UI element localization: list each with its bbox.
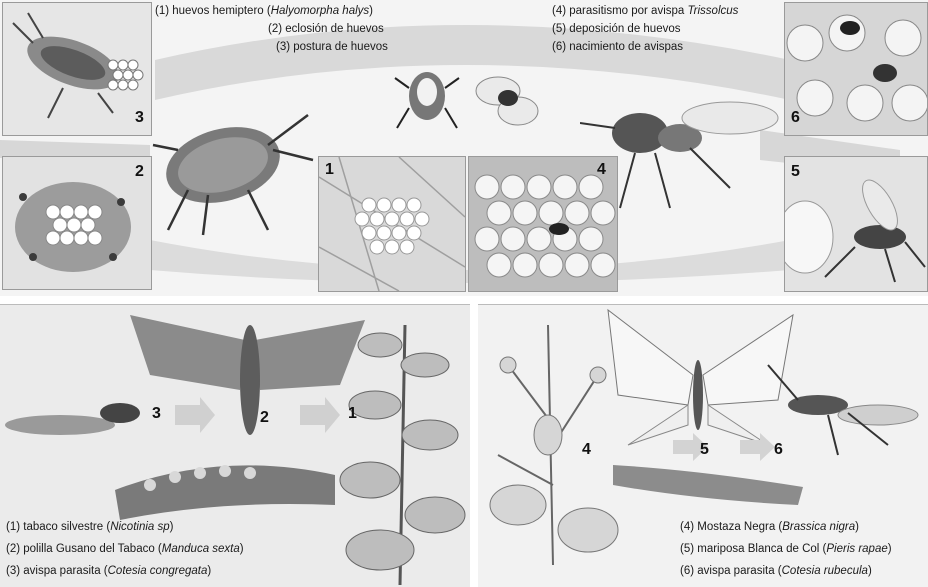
emerging-wasps-illustration [785,3,927,135]
caption-eggs-tail: ) [369,5,373,17]
caption-cotesia-rubecula-text: (6) avispa parasita ( [680,565,782,577]
panel-number-2: 2 [135,163,144,181]
panel-oviposition: 5 [784,156,928,292]
caption-cabbage-butterfly-tail: ) [888,543,892,555]
caption-laying: (3) postura de huevos [276,39,388,55]
caption-emergence: (6) nacimiento de avispas [552,39,683,55]
caption-hornworm-species: Manduca sexta [162,543,240,555]
number-butterfly: 5 [700,441,709,459]
number-tobacco: 1 [348,405,357,423]
caption-deposition-text: (5) deposición de huevos [552,23,681,35]
panel-number-3: 3 [135,109,144,127]
caption-eggs-species: Halyomorpha halys [271,5,369,17]
caption-cotesia-rubecula-species: Cotesia rubecula [782,565,868,577]
caption-cabbage-butterfly-text: (5) mariposa Blanca de Col ( [680,543,826,555]
adult-stink-bug-illustration [148,90,318,240]
caption-eggs-text: (1) huevos hemiptero ( [155,5,271,17]
butterfly-body [693,360,703,430]
panel-hatching: 2 [2,156,152,290]
butterfly-left-wing [608,310,693,405]
panel-eggs: 1 [318,156,466,292]
caption-hatching: (2) eclosión de huevos [268,21,384,37]
caption-hornworm-tail: ) [240,543,244,555]
bottom-right-section: 4 5 6 (4) Mostaza Negra (Brassica nigra)… [478,304,928,587]
caption-tobacco-text: (1) tabaco silvestre ( [6,521,110,533]
small-bug-illustration [392,58,462,138]
bottom-left-section: 3 2 1 (1) tabaco silvestre (Nicotinia sp… [0,304,470,587]
caption-cotesia-rubecula: (6) avispa parasita (Cotesia rubecula) [680,563,872,579]
moth-body [240,325,260,435]
large-wasp-illustration [580,88,780,218]
caption-parasitism-text: (4) parasitismo por avispa [552,5,688,17]
caption-tobacco-species: Nicotinia sp [110,521,169,533]
caption-cotesia-congregata-species: Cotesia congregata [108,565,208,577]
egg-mass-on-leaf-illustration [319,157,465,291]
caption-cabbage-butterfly-species: Pieris rapae [826,543,887,555]
caption-emergence-text: (6) nacimiento de avispas [552,41,683,53]
caption-cotesia-rubecula-tail: ) [868,565,872,577]
caption-laying-text: (3) postura de huevos [276,41,388,53]
caption-cotesia-congregata: (3) avispa parasita (Cotesia congregata) [6,563,211,579]
moth-left-wing [130,315,245,390]
caption-hornworm: (2) polilla Gusano del Tabaco (Manduca s… [6,541,244,557]
small-fly-illustration [468,56,548,136]
moth-right-wing [255,320,365,390]
caption-cotesia-congregata-text: (3) avispa parasita ( [6,565,108,577]
number-wasp-left: 3 [152,405,161,423]
caption-deposition: (5) deposición de huevos [552,21,681,37]
caption-hornworm-text: (2) polilla Gusano del Tabaco ( [6,543,162,555]
butterfly-right-wing [703,315,793,405]
panel-egg-laying: 3 [2,2,152,136]
wasp-laying-eggs-illustration [785,157,927,291]
cabbage-caterpillar-body [613,465,803,505]
caption-parasitism-species: Trissolcus [688,5,739,17]
number-mustard: 4 [582,441,591,459]
caption-tobacco: (1) tabaco silvestre (Nicotinia sp) [6,519,173,535]
caption-cabbage-butterfly: (5) mariposa Blanca de Col (Pieris rapae… [680,541,892,557]
number-wasp-right: 6 [774,441,783,459]
panel-number-1: 1 [325,161,334,179]
caption-eggs: (1) huevos hemiptero (Halyomorpha halys) [155,3,373,19]
caption-mustard-tail: ) [855,521,859,533]
caption-parasitism: (4) parasitismo por avispa Trissolcus [552,3,738,19]
caption-cotesia-congregata-tail: ) [207,565,211,577]
hatching-nymphs-illustration [3,157,151,289]
caption-hatching-text: (2) eclosión de huevos [268,23,384,35]
panel-number-6: 6 [791,109,800,127]
panel-wasp-emergence: 6 [784,2,928,136]
caption-mustard-text: (4) Mostaza Negra ( [680,521,782,533]
panel-number-5: 5 [791,163,800,181]
caption-mustard-species: Brassica nigra [782,521,855,533]
caption-tobacco-tail: ) [170,521,174,533]
caption-mustard: (4) Mostaza Negra (Brassica nigra) [680,519,859,535]
number-moth: 2 [260,409,269,427]
stink-bug-laying-illustration [3,3,151,135]
